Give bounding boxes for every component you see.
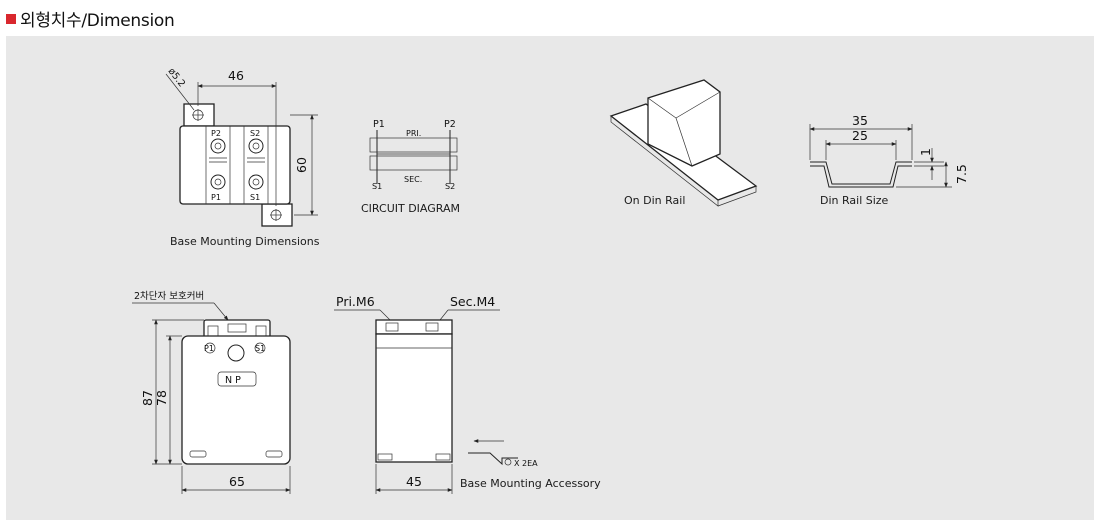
square-bullet-icon [6,13,16,24]
circuit-s2: S2 [445,182,455,191]
side-view-drawing: Pri.M6 Sec.M4 45 [334,294,500,494]
front-view-drawing: 2차단자 보호커버 P1 S1 N P 87 78 65 [132,290,291,494]
accessory-drawing: X 2EA Base Mounting Accessory [460,439,601,490]
din-dim-35: 35 [852,113,868,128]
terminal-screw-icon [210,138,264,190]
accessory-caption: Base Mounting Accessory [460,477,601,490]
dimension-panel: P2 S2 P1 S1 46 ø5.2 60 Base Mounting Dim… [6,36,1094,520]
label-pri-m6: Pri.M6 [336,294,375,309]
section-title: 외형치수/Dimension [20,10,175,31]
circuit-p1: P1 [373,119,385,130]
base-mounting-caption: Base Mounting Dimensions [170,235,320,248]
label-sec-m4: Sec.M4 [450,294,495,309]
dim-65: 65 [229,474,245,489]
dim-78: 78 [154,390,169,406]
terminal-label-p2: P2 [211,129,221,138]
circuit-caption: CIRCUIT DIAGRAM [361,202,460,215]
np-label: N P [225,375,241,386]
front-p1: P1 [204,344,214,353]
din-dim-1: 1 [918,148,933,156]
section-header: 외형치수/Dimension [6,4,175,32]
cover-label: 2차단자 보호커버 [134,290,204,302]
din-rail-caption: On Din Rail [624,194,685,207]
circuit-sec: SEC. [404,175,422,184]
accessory-qty: X 2EA [514,459,538,468]
din-rail-drawing: On Din Rail [609,79,758,207]
din-rail-size-drawing: 35 25 1 7.5 Din Rail Size [809,113,969,207]
terminal-label-p1: P1 [211,193,221,202]
circuit-pri: PRI. [406,129,421,138]
circuit-diagram: P1 P2 PRI. SEC. S1 S2 CIRCUIT DIAGRAM [361,119,460,215]
dimension-drawings: P2 S2 P1 S1 46 ø5.2 60 Base Mounting Dim… [132,66,969,494]
din-dim-75: 7.5 [954,164,969,184]
front-s1: S1 [255,344,265,353]
dim-46: 46 [228,68,244,83]
din-rail-size-caption: Din Rail Size [820,194,889,207]
terminal-label-s1: S1 [250,193,260,202]
dim-60: 60 [294,157,309,173]
base-mounting-drawing: P2 S2 P1 S1 46 ø5.2 60 Base Mounting Dim… [166,66,320,248]
din-dim-25: 25 [852,128,868,143]
circuit-s1: S1 [372,182,382,191]
terminal-label-s2: S2 [250,129,260,138]
dim-45: 45 [406,474,422,489]
circuit-p2: P2 [444,119,456,130]
dim-87: 87 [140,390,155,406]
